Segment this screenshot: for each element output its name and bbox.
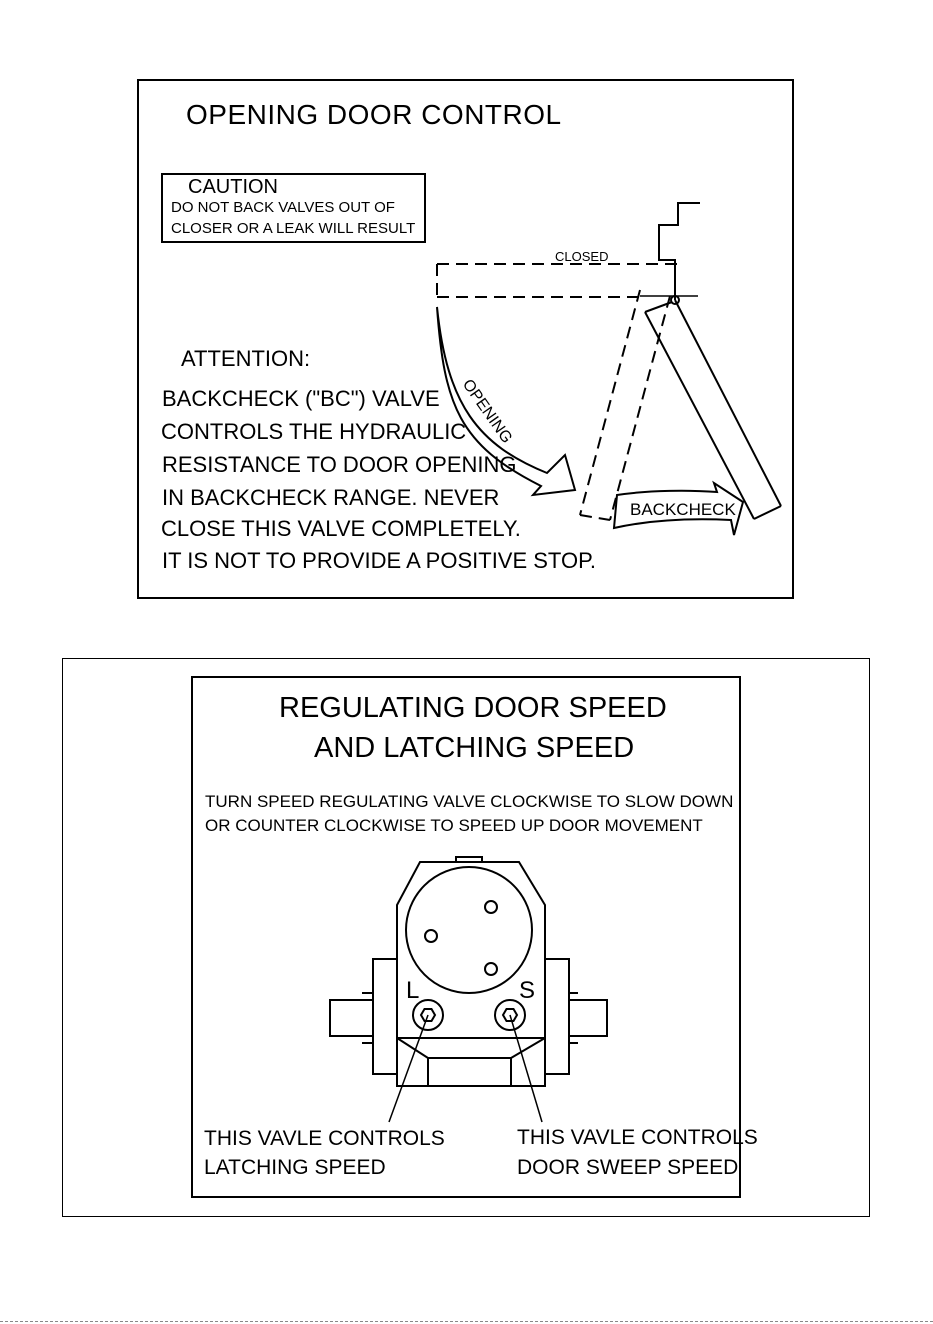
- regulating-speed-outer-frame: [62, 658, 870, 1217]
- valve-l-label: L: [406, 977, 420, 1004]
- backcheck-label: BACKCHECK: [630, 500, 736, 519]
- opening-panel-title: OPENING DOOR CONTROL: [186, 99, 562, 130]
- valve-s-label: S: [519, 977, 536, 1004]
- caution-box: [161, 173, 426, 243]
- caution-heading: CAUTION: [188, 176, 278, 198]
- attention-heading: ATTENTION:: [181, 346, 311, 371]
- speed-title-line-2: AND LATCHING SPEED: [314, 732, 635, 764]
- attention-line-4: IN BACKCHECK RANGE. NEVER: [162, 485, 500, 510]
- callout-right-line-2: DOOR SWEEP SPEED: [517, 1156, 739, 1179]
- attention-line-6: IT IS NOT TO PROVIDE A POSITIVE STOP.: [162, 548, 597, 573]
- attention-line-3: RESISTANCE TO DOOR OPENING: [162, 452, 517, 477]
- attention-line-1: BACKCHECK ("BC") VALVE: [162, 386, 440, 411]
- callout-right-line-1: THIS VAVLE CONTROLS: [517, 1126, 758, 1149]
- callout-left-line-2: LATCHING SPEED: [204, 1156, 386, 1179]
- regulating-speed-panel: [191, 676, 741, 1198]
- page-bottom-rule: [0, 1321, 933, 1322]
- attention-line-2: CONTROLS THE HYDRAULIC: [161, 419, 467, 444]
- callout-left-line-1: THIS VAVLE CONTROLS: [204, 1127, 445, 1150]
- closed-label: CLOSED: [555, 249, 609, 264]
- opening-door-control-panel: [137, 79, 794, 599]
- instruction-line-1: TURN SPEED REGULATING VALVE CLOCKWISE TO…: [205, 792, 734, 811]
- speed-title-line-1: REGULATING DOOR SPEED: [279, 692, 667, 724]
- caution-line-1: DO NOT BACK VALVES OUT OF: [171, 199, 395, 216]
- caution-line-2: CLOSER OR A LEAK WILL RESULT: [171, 220, 416, 237]
- attention-line-5: CLOSE THIS VALVE COMPLETELY.: [161, 516, 521, 541]
- instruction-line-2: OR COUNTER CLOCKWISE TO SPEED UP DOOR MO…: [205, 816, 703, 835]
